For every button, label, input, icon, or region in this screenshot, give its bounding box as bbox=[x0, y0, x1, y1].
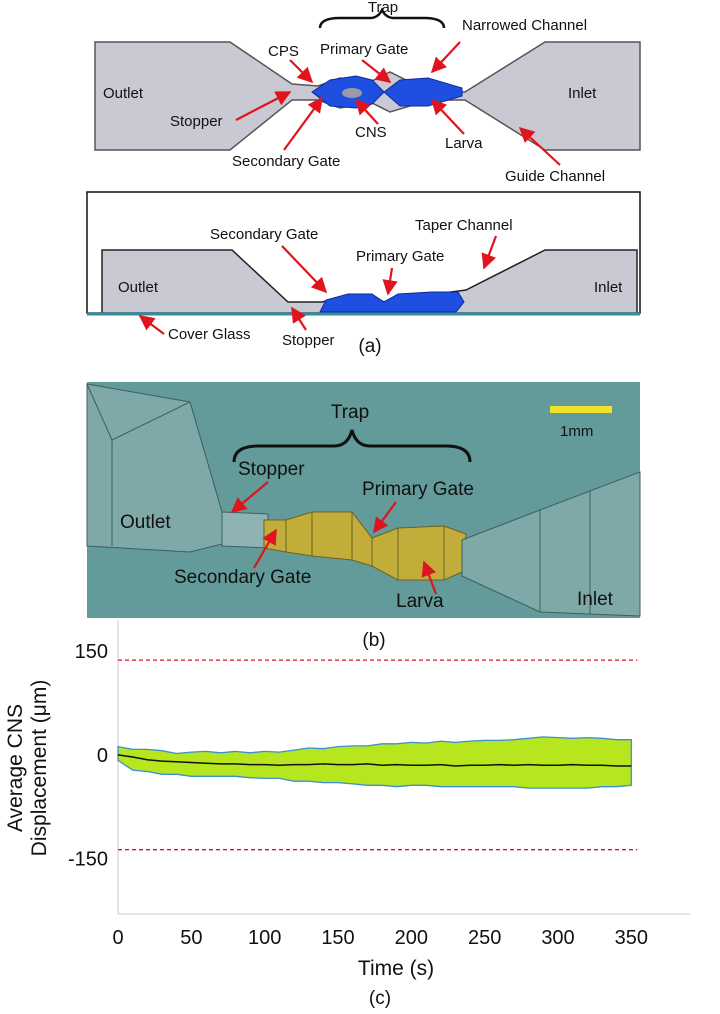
caption-c: (c) bbox=[369, 988, 391, 1009]
label-stopper-top: Stopper bbox=[170, 113, 223, 130]
threshold-lines bbox=[118, 659, 638, 851]
label-cps: CPS bbox=[268, 43, 299, 60]
x-tick-labels: 0 50 100 150 200 250 300 350 bbox=[112, 927, 648, 949]
arrow-secondary-gate-side bbox=[281, 245, 328, 294]
arrow-primary-gate-3d bbox=[373, 501, 397, 534]
x-axis-title: Time (s) bbox=[358, 957, 434, 980]
arrow-primary-gate-side bbox=[382, 267, 398, 296]
panel-a-side-view: Taper Channel Secondary Gate Primary Gat… bbox=[86, 191, 641, 357]
label-outlet-side: Outlet bbox=[118, 279, 159, 296]
x-tick-label: 300 bbox=[541, 927, 574, 949]
label-cns: CNS bbox=[355, 124, 387, 141]
label-primary-gate-top: Primary Gate bbox=[320, 41, 408, 58]
x-tick-label: 100 bbox=[248, 927, 281, 949]
label-outlet-3d: Outlet bbox=[120, 512, 171, 533]
outlet-block-edge-2 bbox=[111, 401, 191, 441]
arrow-cps bbox=[289, 59, 314, 84]
chart-cns-displacement: 150 0 -150 0 50 100 150 200 250 300 350 Average C… bbox=[4, 620, 690, 1009]
arrow-taper-channel bbox=[481, 235, 498, 270]
label-inlet-side: Inlet bbox=[594, 279, 623, 296]
larva-side-shape bbox=[319, 291, 465, 313]
arrow-cover-glass bbox=[138, 315, 165, 335]
label-trap-top: Trap bbox=[368, 0, 398, 16]
trap-bracket bbox=[318, 7, 446, 29]
label-stopper-side: Stopper bbox=[282, 332, 335, 349]
arrow-narrowed-channel bbox=[430, 41, 461, 74]
x-tick-label: 200 bbox=[395, 927, 428, 949]
inlet-block-edges bbox=[539, 490, 591, 614]
trap-bracket-3d bbox=[232, 429, 472, 463]
arrow-stopper-3d bbox=[230, 481, 269, 513]
arrow-secondary-gate-top bbox=[283, 96, 323, 151]
label-primary-gate-side: Primary Gate bbox=[356, 248, 444, 265]
label-secondary-gate-side: Secondary Gate bbox=[210, 226, 318, 243]
x-tick-label: 150 bbox=[321, 927, 354, 949]
panel-a-top-view: Trap Narrowed Channel CPS Primary Gate O… bbox=[94, 0, 641, 185]
x-tick-label: 50 bbox=[180, 927, 202, 949]
label-trap-3d: Trap bbox=[331, 402, 369, 423]
larva-3d-segment-lines bbox=[285, 512, 445, 580]
caption-b: (b) bbox=[362, 630, 385, 651]
label-secondary-gate-top: Secondary Gate bbox=[232, 153, 340, 170]
label-outlet-top: Outlet bbox=[103, 85, 144, 102]
label-narrowed-channel: Narrowed Channel bbox=[462, 17, 587, 34]
arrow-secondary-gate-3d bbox=[253, 528, 277, 569]
arrow-larva-top bbox=[430, 98, 465, 135]
cns-gray-spot bbox=[342, 88, 362, 98]
panel-b-3d-model: Trap 1mm Stopper Primary Gate Outlet Sec… bbox=[86, 382, 641, 651]
label-inlet-top: Inlet bbox=[568, 85, 597, 102]
displacement-band bbox=[117, 736, 632, 789]
arrow-cns bbox=[354, 98, 379, 125]
y-axis-title-line1: Average CNS bbox=[4, 704, 27, 832]
y-axis-title-line2: Displacement (μm) bbox=[28, 680, 51, 857]
caption-a: (a) bbox=[358, 336, 381, 357]
arrow-guide-channel bbox=[518, 126, 561, 166]
arrow-primary-gate-top bbox=[361, 59, 392, 83]
label-guide-channel: Guide Channel bbox=[505, 168, 605, 185]
label-cover-glass: Cover Glass bbox=[168, 326, 251, 343]
x-tick-label: 0 bbox=[112, 927, 123, 949]
arrow-larva-3d bbox=[421, 560, 438, 595]
arrow-stopper-top bbox=[235, 91, 292, 121]
x-tick-label: 250 bbox=[468, 927, 501, 949]
label-inlet-3d: Inlet bbox=[577, 589, 614, 610]
label-primary-gate-3d: Primary Gate bbox=[362, 479, 474, 500]
label-taper-channel: Taper Channel bbox=[415, 217, 513, 234]
label-larva-top: Larva bbox=[445, 135, 483, 152]
y-tick-label: 150 bbox=[75, 641, 108, 663]
label-stopper-3d: Stopper bbox=[238, 459, 305, 480]
y-tick-label: 0 bbox=[97, 745, 108, 767]
x-tick-label: 350 bbox=[615, 927, 648, 949]
label-larva-3d: Larva bbox=[396, 591, 444, 612]
stopper-block bbox=[221, 511, 269, 549]
label-secondary-gate-3d: Secondary Gate bbox=[174, 567, 311, 588]
scale-bar bbox=[550, 406, 612, 413]
y-tick-labels: 150 0 -150 bbox=[68, 641, 108, 871]
y-tick-label: -150 bbox=[68, 849, 108, 871]
mean-displacement-line bbox=[117, 754, 632, 767]
label-scale-bar: 1mm bbox=[560, 423, 593, 440]
arrow-stopper-side bbox=[291, 306, 307, 331]
